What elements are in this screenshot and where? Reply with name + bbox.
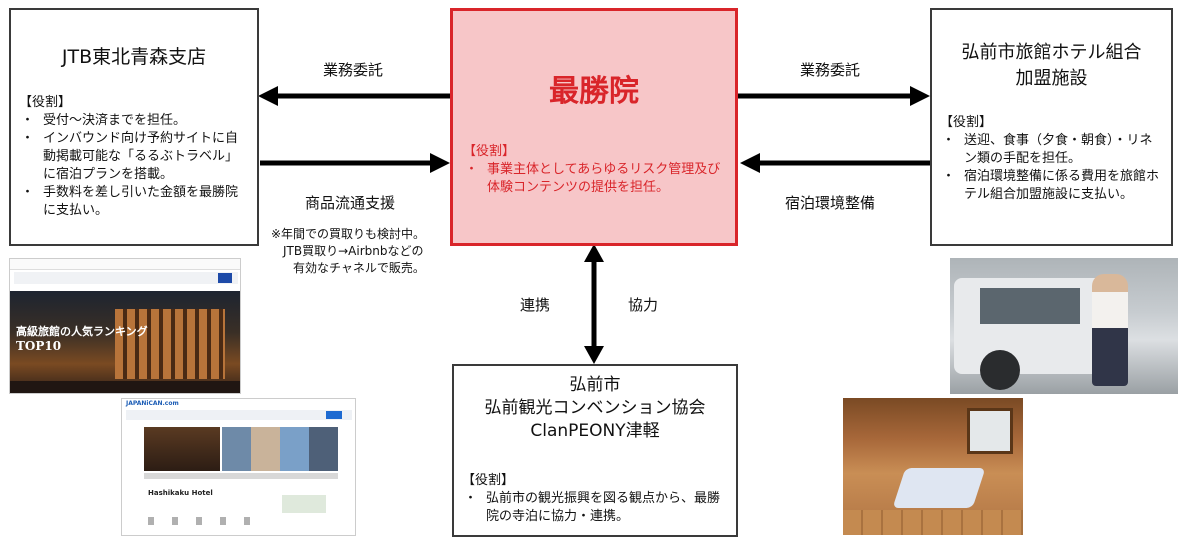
jtb-role-list: 受付～決済までを担任。 インバウンド向け予約サイトに自動掲載可能な「るるぶトラベ… — [21, 112, 247, 220]
van-window — [980, 288, 1080, 324]
city-title-line1: 弘前市 — [569, 375, 621, 395]
ranking-banner-text: 高級旅館の人気ランキング TOP10 — [16, 325, 148, 353]
center-role-heading: 【役割】 — [463, 144, 516, 159]
center-box: 最勝院 【役割】 事業主体としてあらゆるリスク管理及び体験コンテンツの提供を担任… — [450, 8, 738, 246]
city-role-list: 弘前市の観光振興を図る観点から、最勝院の寺泊に協力・連携。 — [464, 490, 730, 526]
arrow-center-city-double — [584, 244, 604, 364]
label-distribution-support: 商品流通支援 — [305, 194, 396, 212]
website-screenshot-japanican: JAPANiCAN.com Hashikaku Hotel — [121, 398, 356, 536]
label-cooperation: 協力 — [628, 296, 659, 314]
hotel-role-item: 宿泊環境整備に係る費用を旅館ホテル組合加盟施設に支払い。 — [942, 168, 1164, 204]
hotel-title-line1: 弘前市旅館ホテル組合 — [961, 42, 1142, 63]
jtb-title: JTB東北青森支店 — [61, 46, 207, 68]
jtb-role-item: インバウンド向け予約サイトに自動掲載可能な「るるぶトラベル」に宿泊プランを搭載。 — [21, 130, 247, 184]
floor-boards — [843, 510, 1023, 535]
van-wheel — [980, 350, 1020, 390]
hotel-name: Hashikaku Hotel — [148, 489, 213, 497]
gallery-row2 — [144, 473, 338, 479]
jtb-role-heading: 【役割】 — [19, 95, 72, 110]
label-outsourcing-left: 業務委託 — [323, 61, 384, 79]
shuttle-van-photo — [950, 258, 1178, 394]
city-role-item: 弘前市の観光振興を図る観点から、最勝院の寺泊に協力・連携。 — [464, 490, 730, 526]
gallery-main — [144, 427, 220, 471]
hotel-box: 弘前市旅館ホテル組合 加盟施設 【役割】 送迎、食事（夕食・朝食）・リネン類の手… — [930, 8, 1173, 246]
map-thumbnail — [282, 495, 326, 513]
city-role-heading: 【役割】 — [462, 473, 515, 488]
site-header-bar — [10, 259, 240, 270]
jtb-box: JTB東北青森支店 【役割】 受付～決済までを担任。 インバウンド向け予約サイト… — [9, 8, 259, 246]
hotel-role-heading: 【役割】 — [940, 115, 993, 130]
center-role-item: 事業主体としてあらゆるリスク管理及び体験コンテンツの提供を担任。 — [465, 161, 727, 197]
note-line1: ※年間での買取りも検討中。 — [271, 227, 426, 241]
jtb-role-item: 受付～決済までを担任。 — [21, 112, 247, 130]
site-search-bar — [14, 272, 238, 284]
hotel-night-photo: 高級旅館の人気ランキング TOP10 — [10, 291, 240, 393]
tatami-room-photo — [843, 398, 1023, 535]
arrow-jtb-to-center — [260, 153, 450, 173]
hotel-role-item: 送迎、食事（夕食・朝食）・リネン類の手配を担任。 — [942, 132, 1164, 168]
arrow-center-to-jtb — [258, 86, 450, 106]
note-line3: 有効なチャネルで販売。 — [293, 261, 425, 275]
gallery-thumbs — [222, 427, 338, 471]
person-figure — [1092, 274, 1128, 386]
center-role-list: 事業主体としてあらゆるリスク管理及び体験コンテンツの提供を担任。 — [465, 161, 727, 197]
arrow-hotel-to-center — [740, 153, 930, 173]
city-title-line3: ClanPEONY津軽 — [530, 421, 660, 441]
city-title-line2: 弘前観光コンベンション協会 — [484, 398, 706, 418]
center-title: 最勝院 — [549, 74, 639, 109]
note-line2: JTB買取り→Airbnbなどの — [283, 244, 424, 258]
label-lodging-improvement: 宿泊環境整備 — [785, 194, 876, 212]
city-box: 弘前市 弘前観光コンベンション協会 ClanPEONY津軽 【役割】 弘前市の観… — [452, 364, 738, 537]
japanican-logo: JAPANiCAN.com — [126, 400, 179, 407]
jtb-role-item: 手数料を差し引いた金額を最勝院に支払い。 — [21, 184, 247, 220]
label-outsourcing-right: 業務委託 — [800, 61, 861, 79]
site-search-bar-2 — [126, 410, 352, 420]
footer-icons — [148, 517, 268, 525]
room-window — [967, 408, 1013, 454]
hotel-title-line2: 加盟施設 — [1015, 68, 1088, 89]
hotel-role-list: 送迎、食事（夕食・朝食）・リネン類の手配を担任。 宿泊環境整備に係る費用を旅館ホ… — [942, 132, 1164, 204]
label-collaboration: 連携 — [520, 296, 551, 314]
futon — [892, 468, 986, 508]
arrow-center-to-hotel — [738, 86, 930, 106]
website-screenshot-rurubu: 高級旅館の人気ランキング TOP10 — [9, 258, 241, 394]
